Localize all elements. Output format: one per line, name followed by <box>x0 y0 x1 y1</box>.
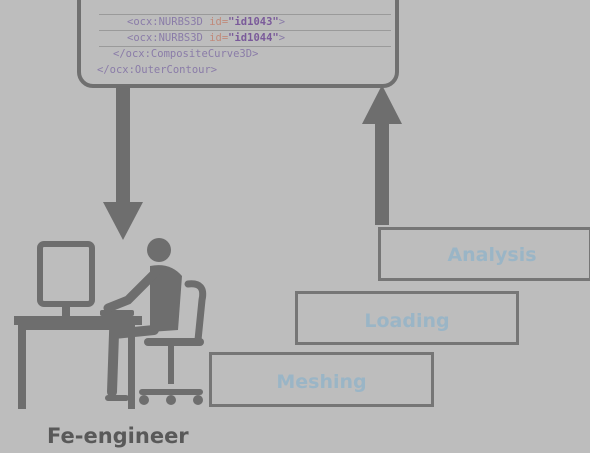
code-divider <box>99 14 391 15</box>
engineer-at-desk-icon <box>14 238 207 409</box>
step-loading-label: Loading <box>364 310 450 332</box>
code-tag: <ocx:NURBS3D <box>127 32 210 44</box>
code-tag: <ocx:NURBS3D <box>127 16 210 28</box>
engineer-label: Fe-engineer <box>47 424 189 448</box>
step-meshing: Meshing <box>209 352 434 407</box>
code-line-nurbs-1044: <ocx:NURBS3D id="id1044"> <box>127 32 285 44</box>
code-divider <box>99 30 391 31</box>
code-line-composite-close: </ocx:CompositeCurve3D> <box>113 48 259 60</box>
code-tag-close: > <box>278 16 286 28</box>
step-loading: Loading <box>295 291 519 345</box>
step-analysis-label: Analysis <box>447 244 537 266</box>
code-snippet-box: <ocx:NURBS3D id="id1043"> <ocx:NURBS3D i… <box>77 0 399 88</box>
code-value: "id1044" <box>228 32 279 44</box>
down-arrow-icon <box>103 86 143 240</box>
code-line-outer-close: </ocx:OuterContour> <box>97 64 218 76</box>
code-line-nurbs-1043: <ocx:NURBS3D id="id1043"> <box>127 16 285 28</box>
up-arrow-icon <box>362 85 402 225</box>
code-attr: id= <box>209 16 229 28</box>
code-value: "id1043" <box>228 16 279 28</box>
code-tag-close: > <box>278 32 286 44</box>
code-attr: id= <box>209 32 229 44</box>
code-divider <box>99 46 391 47</box>
step-analysis: Analysis <box>378 227 590 281</box>
step-meshing-label: Meshing <box>276 371 367 393</box>
